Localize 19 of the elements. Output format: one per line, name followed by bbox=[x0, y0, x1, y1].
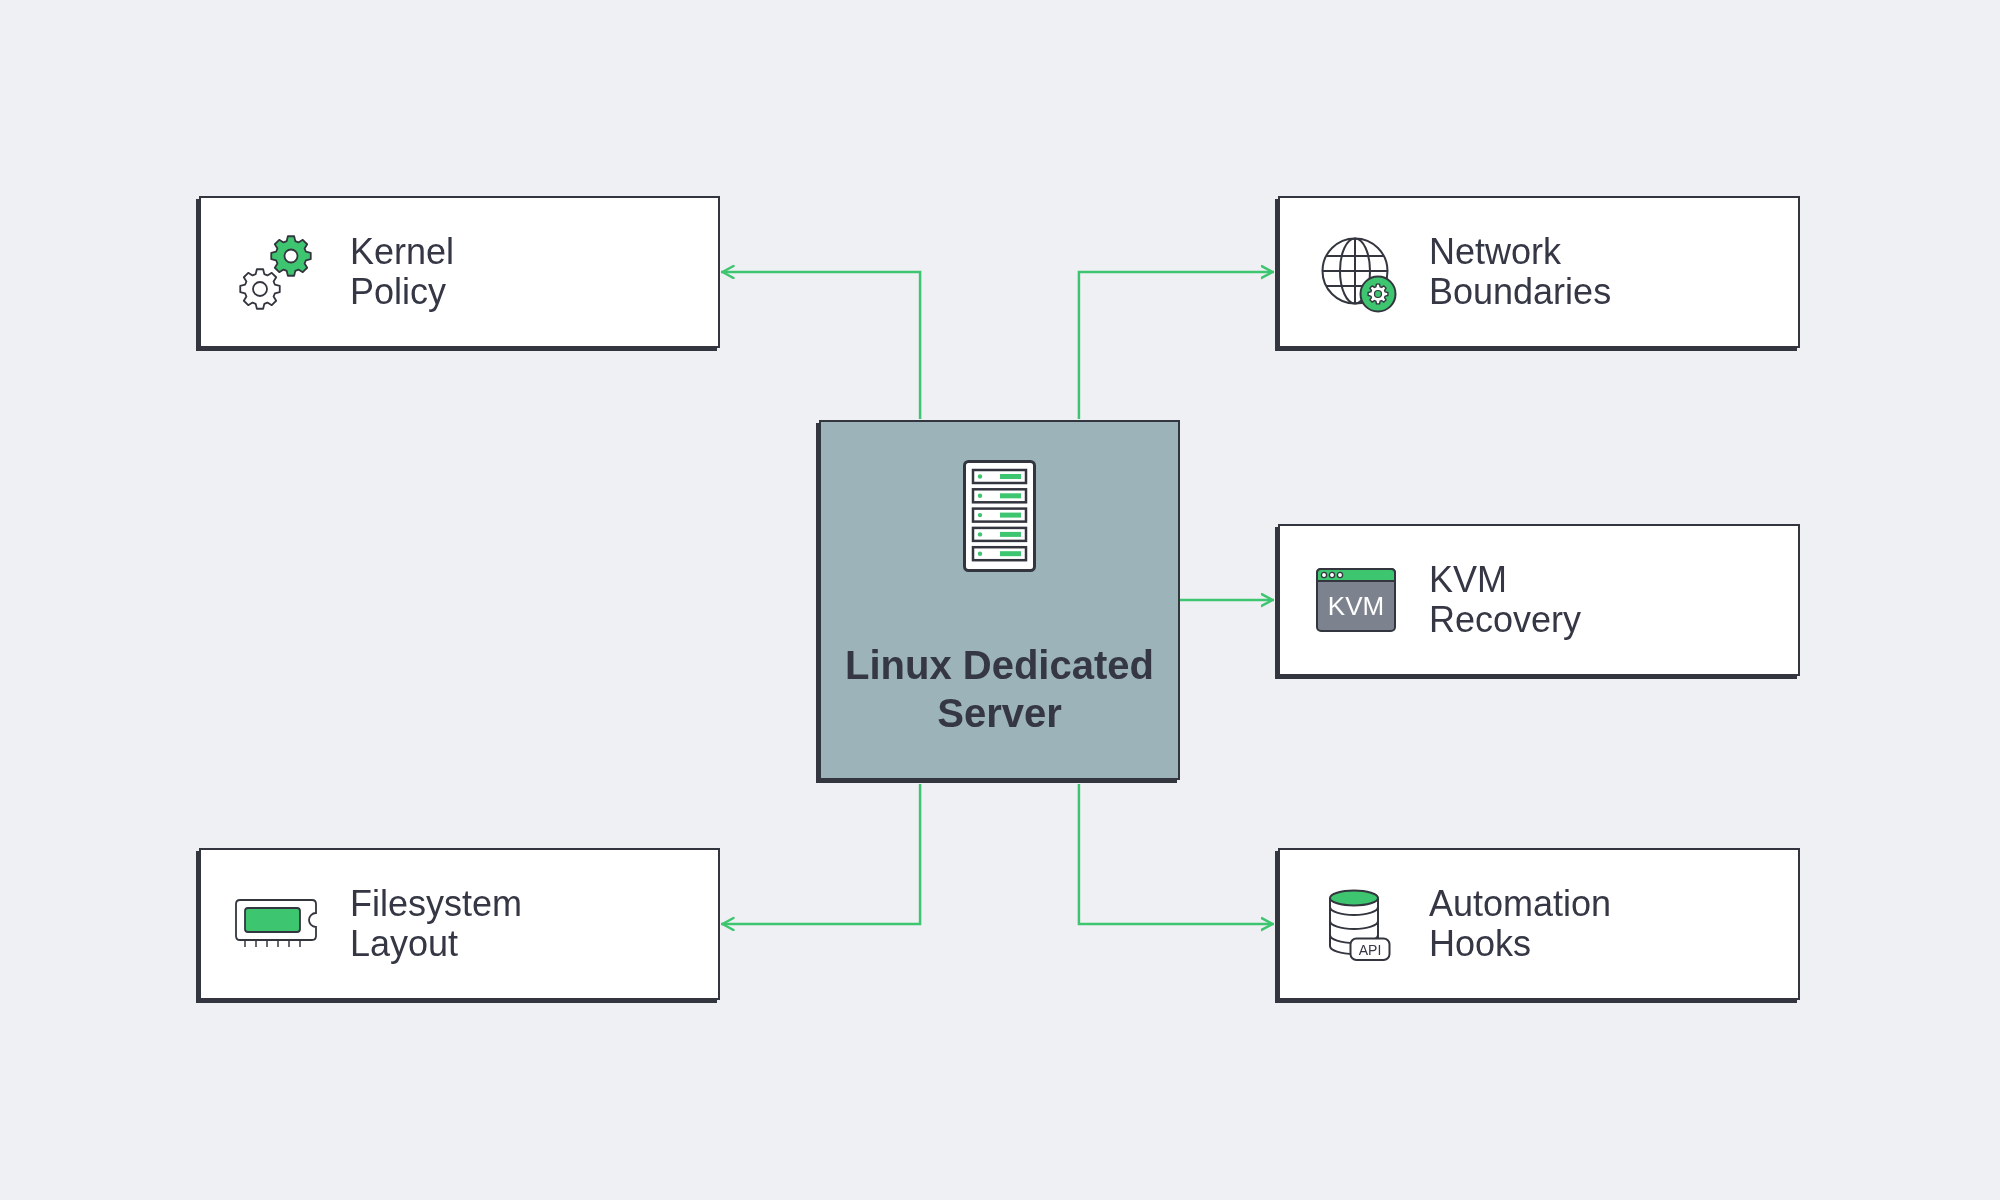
arrow bbox=[721, 264, 922, 419]
server-label: Linux Dedicated Server bbox=[844, 642, 1155, 737]
feature-box bbox=[1278, 196, 1800, 348]
icon-caption: API bbox=[1358, 943, 1382, 957]
arrow bbox=[1180, 592, 1274, 608]
feature-box bbox=[199, 848, 720, 1000]
server-box bbox=[819, 420, 1180, 780]
feature-box bbox=[1278, 524, 1800, 676]
feature-box bbox=[1278, 848, 1800, 1000]
node-label: Network Boundaries bbox=[1429, 232, 1612, 312]
arrow bbox=[1077, 784, 1274, 932]
node-label: KVM Recovery bbox=[1429, 560, 1582, 640]
feature-box bbox=[199, 196, 720, 348]
node-label: Automation Hooks bbox=[1429, 884, 1612, 964]
arrow bbox=[721, 784, 922, 932]
node-label: Filesystem Layout bbox=[350, 884, 523, 964]
arrow bbox=[1077, 264, 1274, 419]
icon-caption: KVM bbox=[1327, 593, 1385, 619]
node-label: Kernel Policy bbox=[350, 232, 455, 312]
